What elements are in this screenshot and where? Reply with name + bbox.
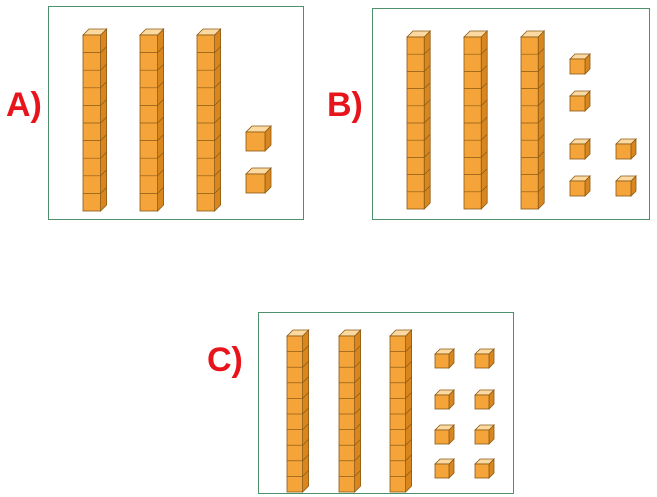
option-c-label[interactable]: C) <box>207 341 243 379</box>
option-c-unit-cube <box>434 389 455 410</box>
option-b-label[interactable]: B) <box>327 86 363 124</box>
option-b-unit-cube <box>615 138 637 160</box>
option-c-tens-rod <box>338 329 362 493</box>
option-b-unit-cube <box>569 138 591 160</box>
option-b-tens-rod <box>463 30 489 210</box>
option-c-tens-rod <box>286 329 310 493</box>
option-b-unit-cube <box>615 175 637 197</box>
option-b-unit-cube <box>569 175 591 197</box>
option-a-tens-rod <box>139 28 165 212</box>
option-c-unit-cube <box>474 389 495 410</box>
option-a-tens-rod <box>196 28 222 212</box>
option-a-tens-rod <box>82 28 108 212</box>
option-c-unit-cube <box>434 458 455 479</box>
option-a-unit-cube <box>245 167 272 194</box>
option-c-panel[interactable] <box>258 312 514 494</box>
option-b-unit-cube <box>569 90 591 112</box>
option-a-base-ten-blocks <box>82 28 272 212</box>
option-c-tens-rod <box>389 329 413 493</box>
option-c-unit-cube <box>434 424 455 445</box>
option-c-unit-cube <box>474 424 495 445</box>
option-c-unit-cube <box>434 348 455 369</box>
option-c-unit-cube <box>474 458 495 479</box>
option-a-panel[interactable] <box>48 6 304 220</box>
option-b-tens-rod <box>520 30 546 210</box>
option-a-unit-cube <box>245 125 272 152</box>
option-c-unit-cube <box>474 348 495 369</box>
option-b-unit-cube <box>569 53 591 75</box>
option-b-panel[interactable] <box>372 8 650 220</box>
option-c-base-ten-blocks <box>286 329 495 493</box>
option-b-base-ten-blocks <box>406 30 637 210</box>
option-a-label[interactable]: A) <box>6 86 42 124</box>
option-b-tens-rod <box>406 30 432 210</box>
